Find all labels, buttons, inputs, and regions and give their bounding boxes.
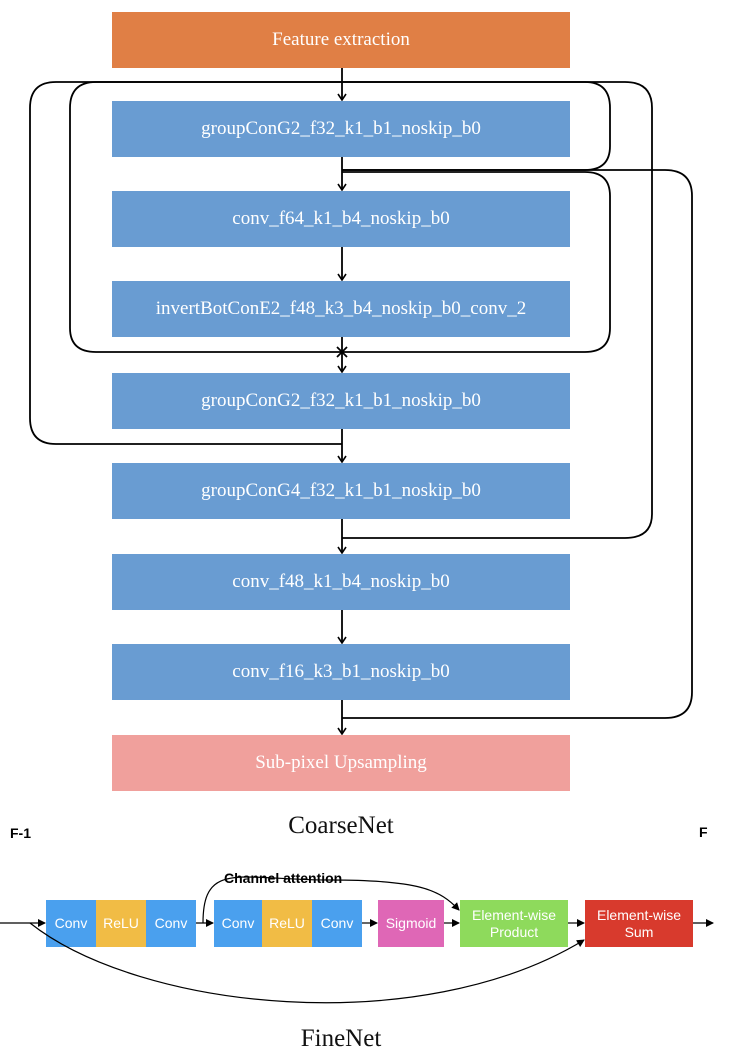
feature-extraction-label: Feature extraction <box>272 29 410 50</box>
finenet-conv-3: Conv <box>214 900 262 947</box>
finenet-conv-2: Conv <box>146 900 196 947</box>
channel-attention-label: Channel attention <box>224 870 343 886</box>
finenet-conv-1: Conv <box>46 900 96 947</box>
finenet-elementwise-product: Element-wise Product <box>460 900 568 947</box>
coarse-layer-3: invertBotConE2_f48_k3_b4_noskip_b0_conv_… <box>112 281 570 337</box>
finenet-output-label: F <box>699 824 708 840</box>
finenet-caption: FineNet <box>300 1025 382 1052</box>
finenet-conv-4: Conv <box>312 900 362 947</box>
coarsenet-connections <box>29 68 693 800</box>
coarse-layer-2: conv_f64_k1_b4_noskip_b0 <box>112 191 570 247</box>
feature-extraction-block: Feature extraction <box>112 12 570 68</box>
coarse-layer-1-label: groupConG2_f32_k1_b1_noskip_b0 <box>201 118 481 139</box>
coarse-layer-7-label: conv_f16_k3_b1_noskip_b0 <box>232 661 450 682</box>
upsampling-block: Sub-pixel Upsampling <box>112 735 570 791</box>
coarsenet-caption: CoarseNet <box>288 812 394 839</box>
coarse-layer-3-label: invertBotConE2_f48_k3_b4_noskip_b0_conv_… <box>155 298 527 319</box>
upsampling-label: Sub-pixel Upsampling <box>255 752 427 773</box>
coarse-layer-4-label: groupConG2_f32_k1_b1_noskip_b0 <box>201 390 481 411</box>
coarse-layer-4: groupConG2_f32_k1_b1_noskip_b0 <box>112 373 570 429</box>
finenet-relu-2: ReLU <box>262 900 312 947</box>
coarse-layer-7: conv_f16_k3_b1_noskip_b0 <box>112 644 570 700</box>
coarse-layer-1: groupConG2_f32_k1_b1_noskip_b0 <box>112 101 570 157</box>
finenet-elementwise-sum: Element-wise Sum <box>585 900 693 947</box>
finenet-relu-1: ReLU <box>96 900 146 947</box>
finenet-sigmoid: Sigmoid <box>378 900 444 947</box>
coarse-layer-5: groupConG4_f32_k1_b1_noskip_b0 <box>112 463 570 519</box>
coarse-layer-6-label: conv_f48_k1_b4_noskip_b0 <box>232 571 450 592</box>
finenet-input-label: F-1 <box>10 825 31 841</box>
coarse-layer-2-label: conv_f64_k1_b4_noskip_b0 <box>232 208 450 229</box>
coarse-layer-6: conv_f48_k1_b4_noskip_b0 <box>112 554 570 610</box>
coarse-layer-5-label: groupConG4_f32_k1_b1_noskip_b0 <box>201 480 481 501</box>
